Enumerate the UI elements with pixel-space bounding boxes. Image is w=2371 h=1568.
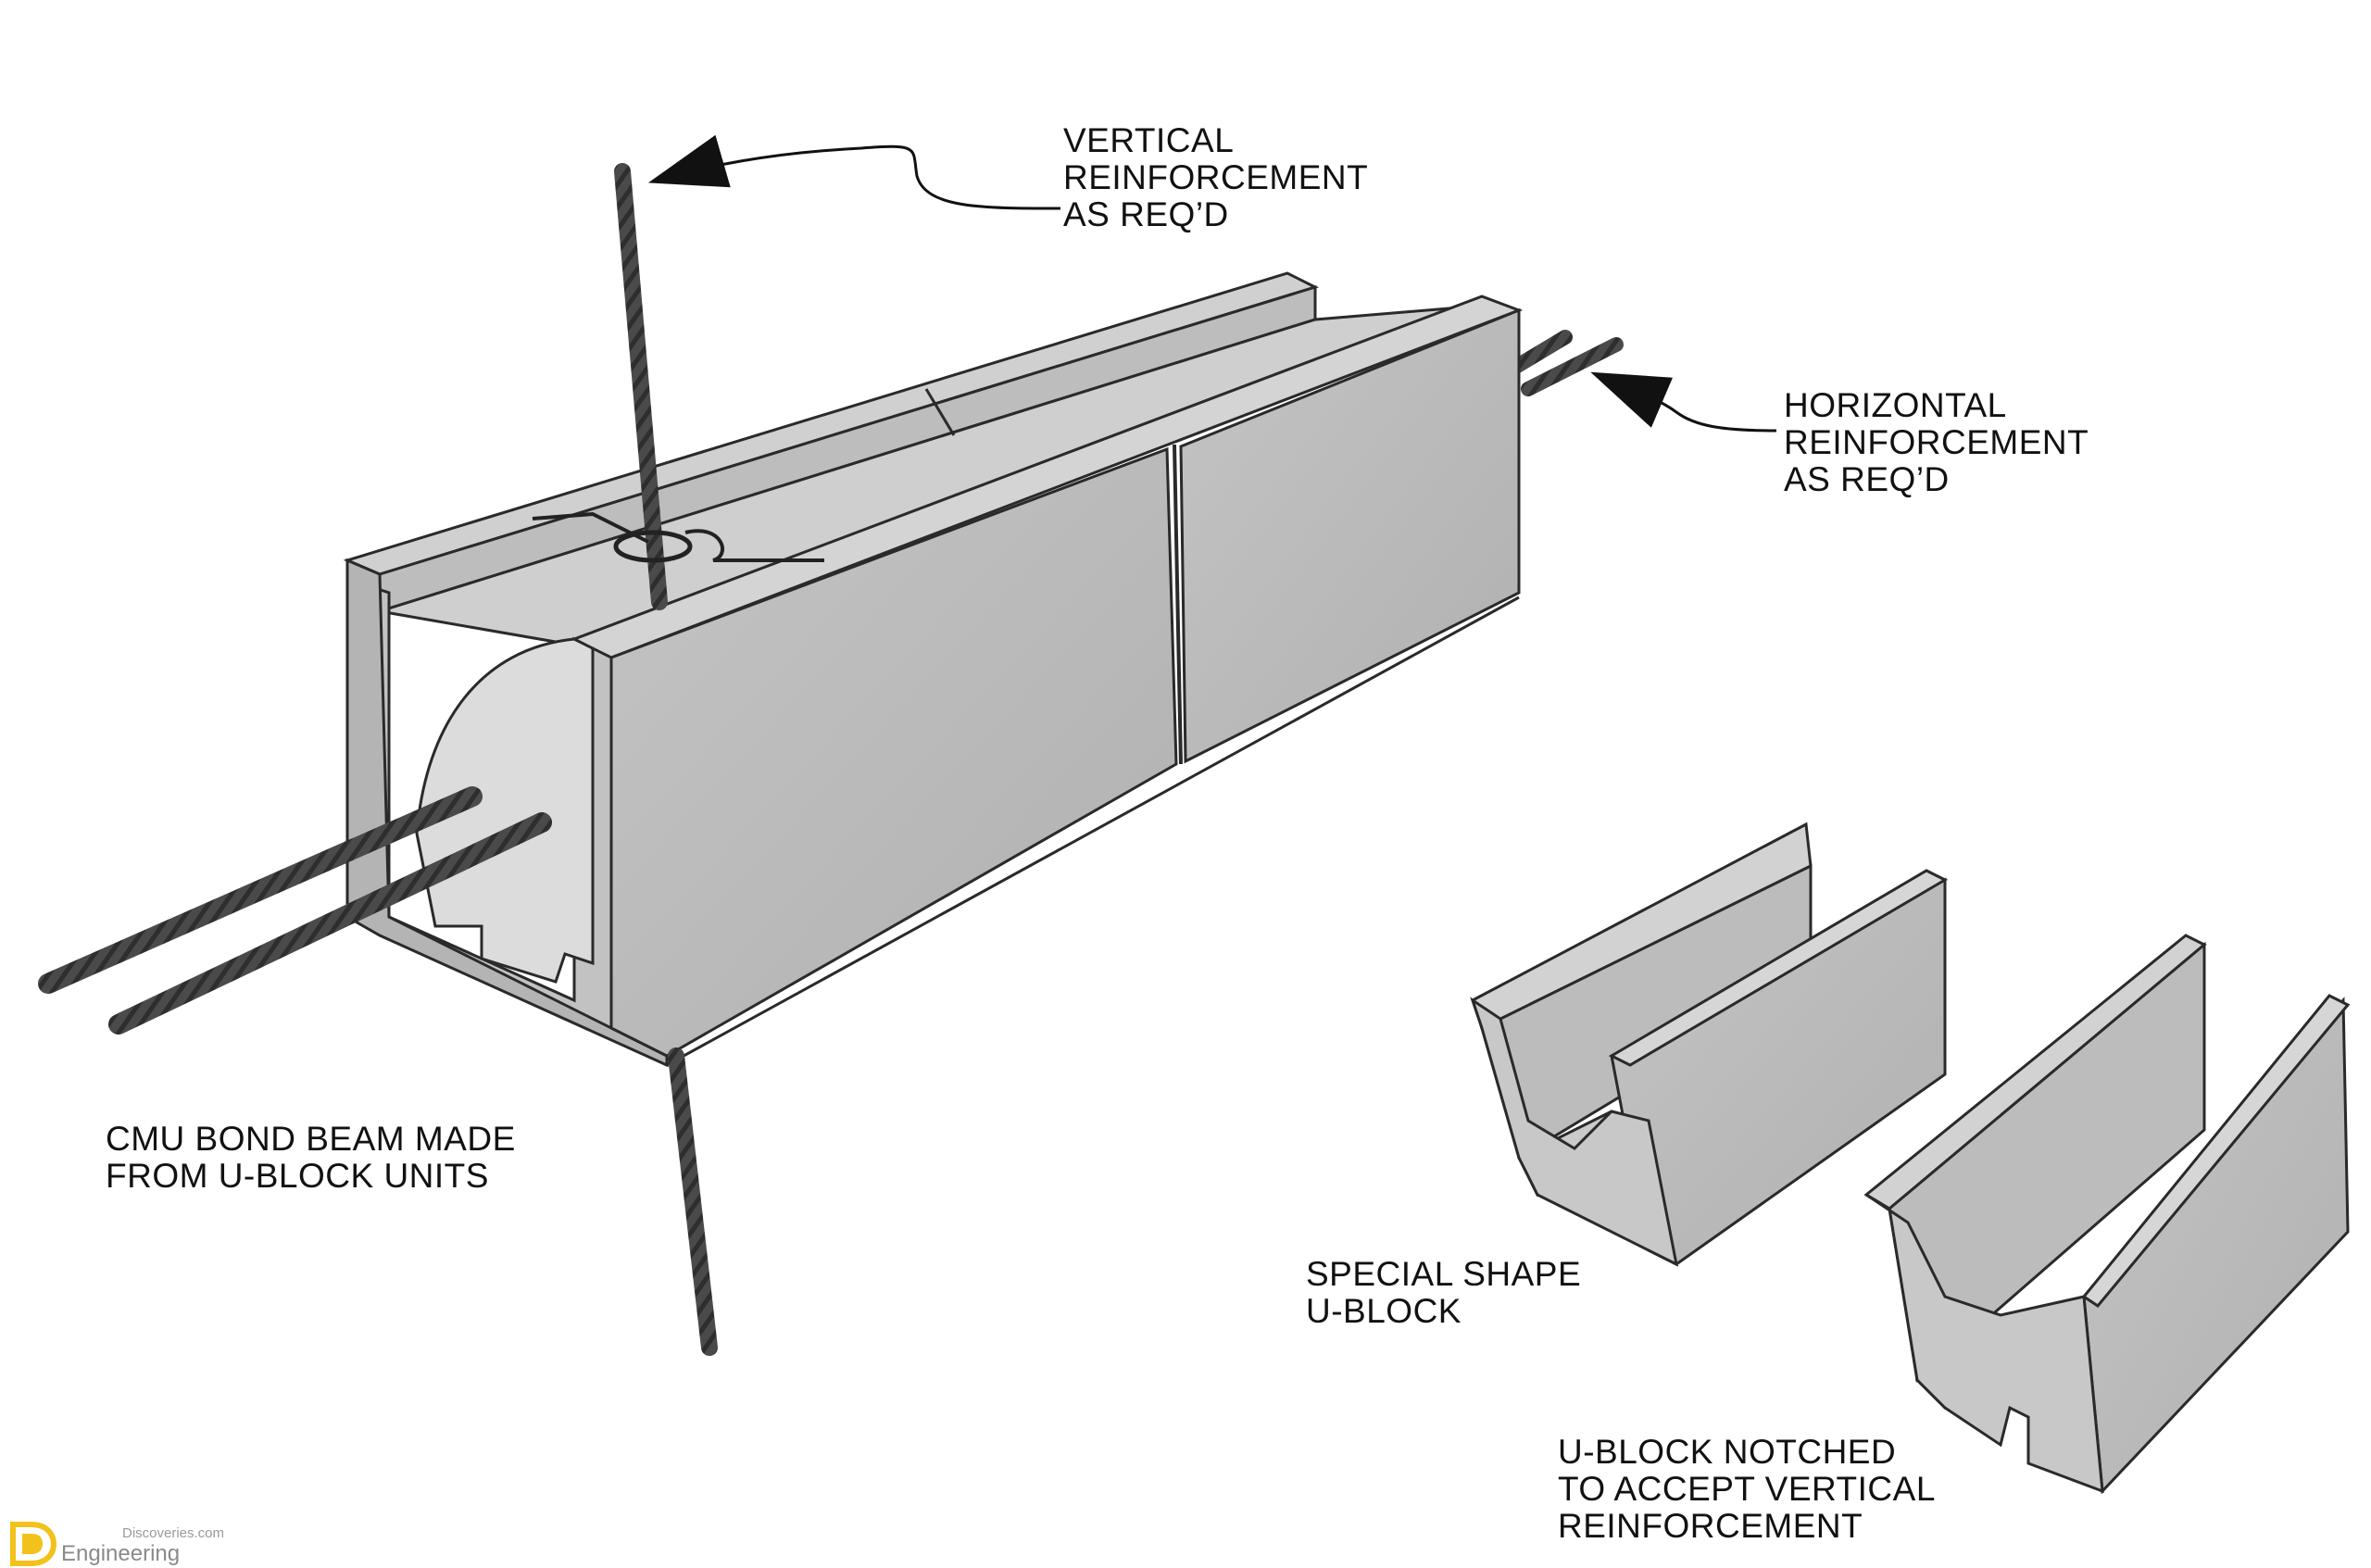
horizontal-rebar-front-1 [38,786,483,994]
label-line: SPECIAL SHAPE [1306,1255,1582,1293]
label-line: REINFORCEMENT [1063,158,1369,196]
horizontal-rebar-front-2 [108,812,552,1035]
logo-line-2: Engineering [61,1541,181,1566]
front-bottom-edge [666,596,1520,1067]
wire-tie-loop [613,530,693,563]
label-line: AS REQ’D [1063,195,1229,233]
leader-horizontal [1590,371,1777,433]
bond-beam [38,163,1624,1356]
special-u-block [1470,822,1949,1267]
back-joint [924,388,956,436]
label-notched-block: U-BLOCK NOTCHED TO ACCEPT VERTICAL REINF… [1558,1434,1936,1545]
label-line: CMU BOND BEAM MADE [106,1120,516,1158]
block-joint [1173,444,1183,765]
leader-vertical [647,134,1061,210]
logo-icon [10,1522,57,1566]
watermark-logo: Discoveries.com Engineering [7,1521,257,1567]
label-special-shape: SPECIAL SHAPE U-BLOCK [1306,1256,1581,1330]
label-bond-beam: CMU BOND BEAM MADE FROM U-BLOCK UNITS [106,1121,516,1195]
label-vertical-reinforcement: VERTICAL REINFORCEMENT AS REQ’D [1063,122,1368,233]
wire-tie [532,511,824,562]
label-line: VERTICAL [1063,121,1235,159]
label-line: U-BLOCK NOTCHED [1558,1433,1897,1471]
label-line: TO ACCEPT VERTICAL [1558,1470,1936,1508]
label-line: U-BLOCK [1306,1292,1461,1330]
horizontal-rebar-back-2 [1521,337,1624,396]
grout-fill [415,637,595,984]
label-line: REINFORCEMENT [1784,423,2089,461]
label-line: AS REQ’D [1784,460,1950,498]
notched-u-block [1863,934,2351,1495]
label-line: REINFORCEMENT [1558,1507,1863,1545]
front-block-2 [1179,307,1521,764]
label-line: HORIZONTAL [1784,386,2007,424]
logo-line-1: Discoveries.com [122,1525,225,1541]
label-line: FROM U-BLOCK UNITS [106,1157,489,1195]
label-horizontal-reinforcement: HORIZONTAL REINFORCEMENT AS REQ’D [1784,387,2089,498]
vertical-rebar-top [614,163,668,610]
vertical-rebar-bottom [668,1047,718,1356]
